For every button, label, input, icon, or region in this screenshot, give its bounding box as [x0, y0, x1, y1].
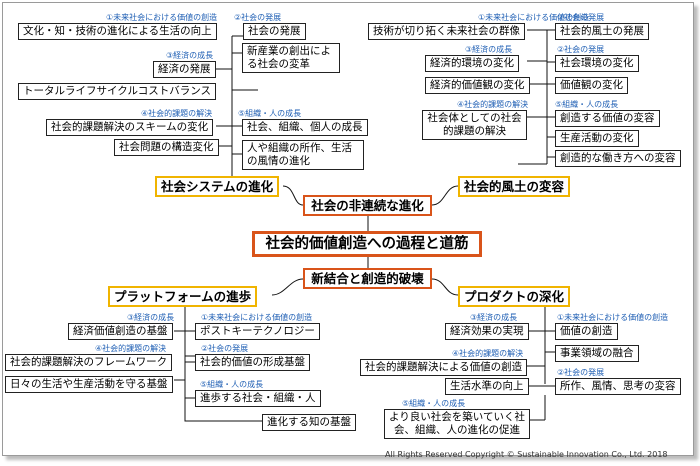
label-org-tr: ⑤組織・人の成長 [555, 100, 619, 109]
label-develop-tr2: ②社会の発展 [557, 45, 605, 54]
label-future-tr: ①未来社会における価値の創造 [478, 13, 590, 22]
node-issue-value: 社会的課題解決による価値の創造 [360, 359, 528, 376]
label-org-tl: ⑤組織・人の成長 [238, 109, 302, 118]
label-org-br: ⑤組織・人の成長 [402, 399, 466, 408]
node-social-env: 社会環境の変化 [555, 55, 639, 72]
label-develop-bl: ②社会の発展 [201, 344, 249, 353]
node-production-change: 生産活動の変化 [555, 130, 639, 147]
node-creative-value: 創造する価値の変容 [555, 110, 660, 127]
node-social-solution: 社会体としての社会的課題の解決 [422, 110, 527, 140]
node-new-industry: 新産業の創出による社会の変革 [242, 43, 340, 73]
upper-center-node: 社会の非連続な進化 [303, 195, 432, 216]
label-future-bl: ①未来社会における価値の創造 [201, 313, 313, 322]
node-style-change: 所作、風情、思考の変容 [555, 378, 681, 395]
label-issue-tl: ④社会的課題の解決 [141, 109, 213, 118]
label-develop-tl: ②社会の発展 [234, 13, 282, 22]
connector-tl [212, 35, 258, 186]
node-structure-change: 社会問題の構造変化 [114, 139, 219, 156]
connector-br [523, 300, 555, 421]
lower-center-node: 新結合と創造的破壊 [303, 268, 432, 289]
branch-social-culture: 社会的風土の変容 [458, 176, 571, 197]
node-total-lifecycle: トータルライフサイクルコストバランス [18, 83, 217, 100]
main-title: 社会的価値創造への過程と道筋 [252, 231, 482, 257]
label-econ-tl: ③経済の成長 [166, 51, 214, 60]
node-tech-future: 技術が切り拓く未来社会の群像 [368, 23, 525, 40]
node-living-standard: 生活水準の向上 [445, 378, 529, 395]
node-people-evolve: 人や組織の所作、生活の風情の進化 [242, 140, 364, 170]
label-econ-bl: ③経済の成長 [127, 313, 175, 322]
node-econ-dev: 経済の発展 [153, 61, 216, 78]
node-econ-values: 経済的価値観の変化 [425, 77, 530, 94]
label-econ-tr: ③経済の成長 [465, 45, 513, 54]
label-econ-br: ③経済の成長 [470, 313, 518, 322]
label-develop-tr: ②社会の発展 [557, 13, 605, 22]
label-org-bl: ⑤組織・人の成長 [200, 380, 264, 389]
node-value-create: 価値の創造 [555, 323, 618, 340]
label-issue-br: ④社会的課題の解決 [452, 349, 524, 358]
node-social-dev: 社会の発展 [243, 23, 306, 40]
node-culture-dev: 社会的風土の発展 [555, 23, 649, 40]
node-daily-base: 日々の生活や生産活動を守る基盤 [5, 376, 173, 393]
node-econ-effect: 経済効果の実現 [445, 323, 529, 340]
node-better-society: より良い社会を築いていく社会、組織、人の進化の促進 [384, 409, 530, 439]
connector-bl [174, 305, 262, 422]
branch-product: プロダクトの深化 [458, 286, 571, 307]
node-formation-base: 社会的価値の形成基盤 [195, 354, 310, 371]
node-scheme-change: 社会的課題解決のスキームの変化 [46, 119, 214, 136]
branch-social-system: 社会システムの進化 [155, 176, 280, 197]
node-value-view: 価値観の変化 [555, 77, 628, 94]
branch-platform: プラットフォームの進歩 [108, 286, 258, 307]
node-org-growth: 社会、組織、個人の成長 [242, 119, 368, 136]
node-framework: 社会的課題解決のフレームワーク [5, 354, 173, 371]
label-issue-tr: ④社会的課題の解決 [457, 100, 529, 109]
connector-tr [518, 29, 555, 165]
label-develop-br: ②社会の発展 [557, 368, 605, 377]
label-future-tl: ①未来社会における価値の創造 [106, 13, 218, 22]
node-workstyle: 創造的な働き方への変容 [555, 150, 681, 167]
node-econ-value-base: 経済価値創造の基盤 [68, 323, 173, 340]
connector-center [271, 185, 459, 296]
label-issue-bl: ④社会的課題の解決 [95, 344, 167, 353]
node-business-fusion: 事業領域の融合 [555, 345, 639, 362]
node-progress: 進歩する社会・組織・人 [195, 390, 321, 407]
node-knowledge-base: 進化する知の基盤 [262, 414, 356, 431]
node-econ-env: 経済的環境の変化 [425, 55, 519, 72]
label-future-br: ①未来社会における価値の創造 [557, 313, 669, 322]
node-culture-tech: 文化・知・技術の進化による生活の向上 [18, 23, 217, 40]
node-post-key-tech: ポストキーテクノロジー [195, 323, 320, 340]
copyright-text: All Rights Reserved Copyright © Sustaina… [385, 450, 668, 459]
